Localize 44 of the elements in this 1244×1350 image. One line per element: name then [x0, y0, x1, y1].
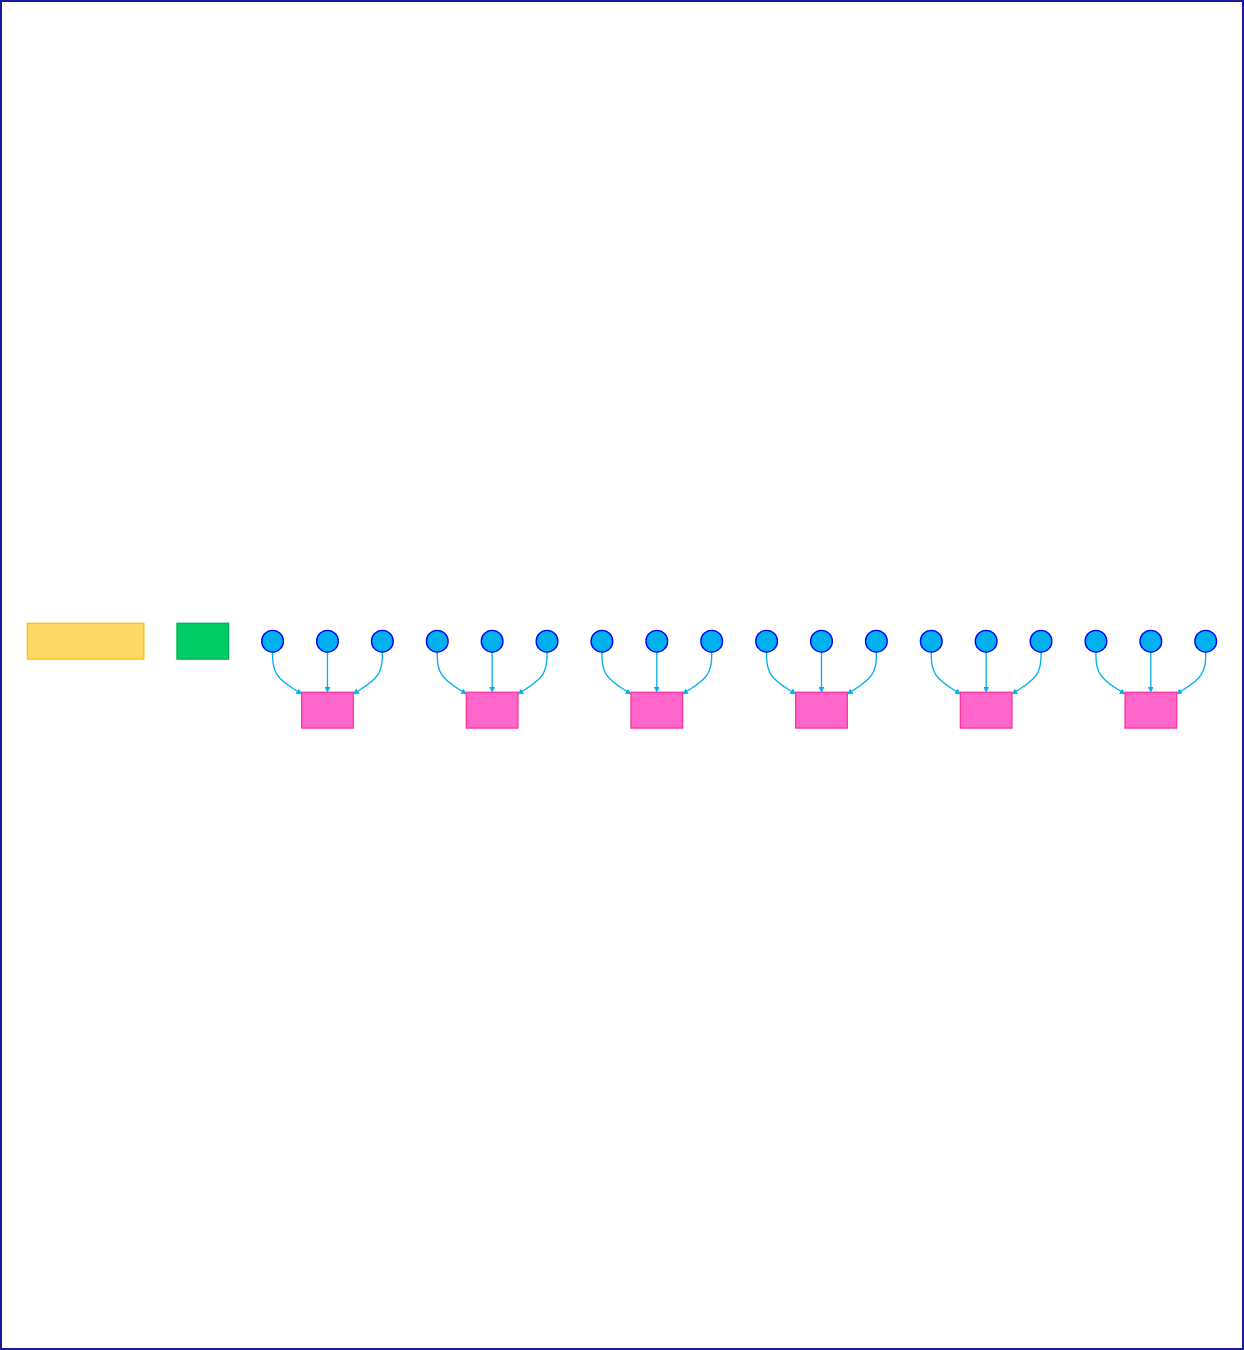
node-circle: [1139, 629, 1163, 653]
node-box: [465, 690, 519, 729]
node-circle: [755, 629, 779, 653]
node-circle: [645, 629, 669, 653]
arrow: [847, 650, 878, 694]
arrow: [601, 650, 632, 694]
arrow: [818, 650, 825, 692]
node-circle: [700, 629, 724, 653]
node-bar: [26, 621, 145, 660]
arrow: [1095, 650, 1126, 694]
node-circle: [535, 629, 559, 653]
node-circle: [974, 629, 998, 653]
node-circle: [1084, 629, 1108, 653]
arrow: [682, 650, 713, 694]
arrow: [930, 650, 961, 694]
node-circle: [261, 629, 285, 653]
node-circle: [919, 629, 943, 653]
node-circle: [425, 629, 449, 653]
arrow: [765, 650, 796, 694]
node-box: [795, 690, 848, 729]
node-circle: [809, 629, 834, 653]
node-box: [176, 621, 230, 660]
node-circle: [480, 629, 504, 653]
arrow: [436, 650, 467, 694]
node-circle: [370, 629, 394, 653]
node-circle: [864, 629, 888, 653]
arrow: [271, 650, 302, 694]
node-box: [959, 690, 1013, 729]
arrow: [517, 650, 548, 694]
arrow: [1011, 650, 1042, 694]
node-box: [301, 690, 354, 729]
arrow: [324, 650, 331, 692]
node-circle: [315, 629, 339, 653]
arrow: [353, 650, 384, 694]
arrow: [489, 650, 496, 692]
arrow: [983, 650, 990, 692]
node-box: [630, 690, 684, 729]
arrow: [1176, 650, 1207, 694]
arrow: [1147, 650, 1154, 692]
node-box: [1124, 690, 1178, 729]
node-circle: [1029, 629, 1053, 653]
arrow: [653, 650, 660, 692]
node-circle: [590, 629, 614, 653]
node-circle: [1194, 629, 1218, 653]
